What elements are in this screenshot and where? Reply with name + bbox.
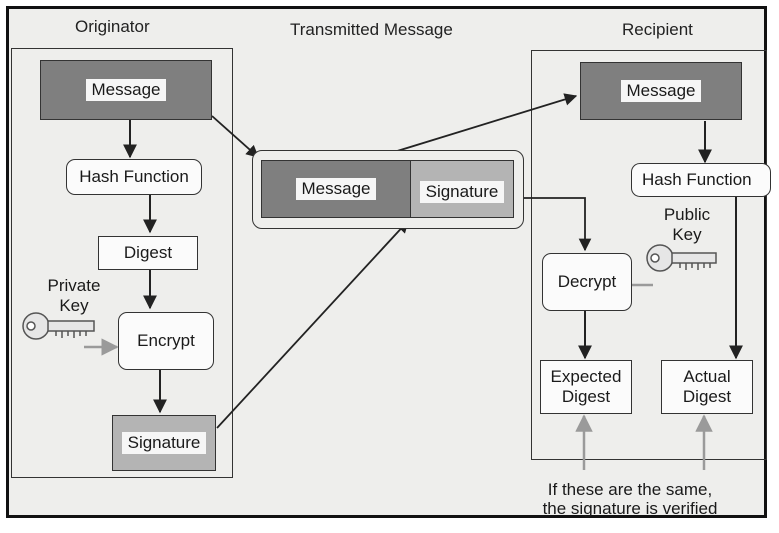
private-key-icon <box>22 312 95 340</box>
decrypt-box: Decrypt <box>542 253 632 311</box>
originator-message-box: Message <box>40 60 212 120</box>
public-key-icon <box>646 244 717 272</box>
arrow-transmitted-to-recipient-message <box>367 93 578 161</box>
recipient-panel <box>531 50 767 460</box>
decrypt-label: Decrypt <box>557 272 617 291</box>
recipient-title: Recipient <box>622 20 693 39</box>
recipient-message-label: Message <box>620 80 702 102</box>
originator-digest-label: Digest <box>123 243 173 262</box>
originator-hash-function-box: Hash Function <box>66 159 202 195</box>
transmitted-message-label: Message <box>295 178 377 200</box>
originator-hash-function-label: Hash Function <box>79 167 189 186</box>
private-key-label: Private Key <box>47 276 101 315</box>
expected-digest-box: Expected Digest <box>540 360 632 414</box>
transmitted-message-box: Message <box>261 160 411 218</box>
originator-digest-box: Digest <box>98 236 198 270</box>
transmitted-signature-box: Signature <box>410 160 514 218</box>
encrypt-label: Encrypt <box>137 331 195 350</box>
verification-note: If these are the same, the signature is … <box>542 480 718 518</box>
encrypt-box: Encrypt <box>118 312 214 370</box>
recipient-message-box: Message <box>580 62 742 120</box>
arrow-signature-to-transmitted <box>216 220 409 429</box>
arrow-signature-to-decrypt <box>514 197 592 252</box>
originator-message-label: Message <box>85 79 167 101</box>
originator-panel <box>11 48 233 478</box>
transmitted-title: Transmitted Message <box>290 20 453 39</box>
transmitted-signature-label: Signature <box>419 181 505 203</box>
recipient-hash-function-label: Hash Function <box>642 170 752 189</box>
recipient-hash-function-box: Hash Function <box>631 163 771 197</box>
originator-title: Originator <box>75 17 150 36</box>
arrow-message-to-transmitted <box>211 115 259 158</box>
public-key-label: Public Key <box>663 205 711 244</box>
originator-signature-label: Signature <box>121 432 207 454</box>
originator-signature-box: Signature <box>112 415 216 471</box>
actual-digest-box: Actual Digest <box>661 360 753 414</box>
